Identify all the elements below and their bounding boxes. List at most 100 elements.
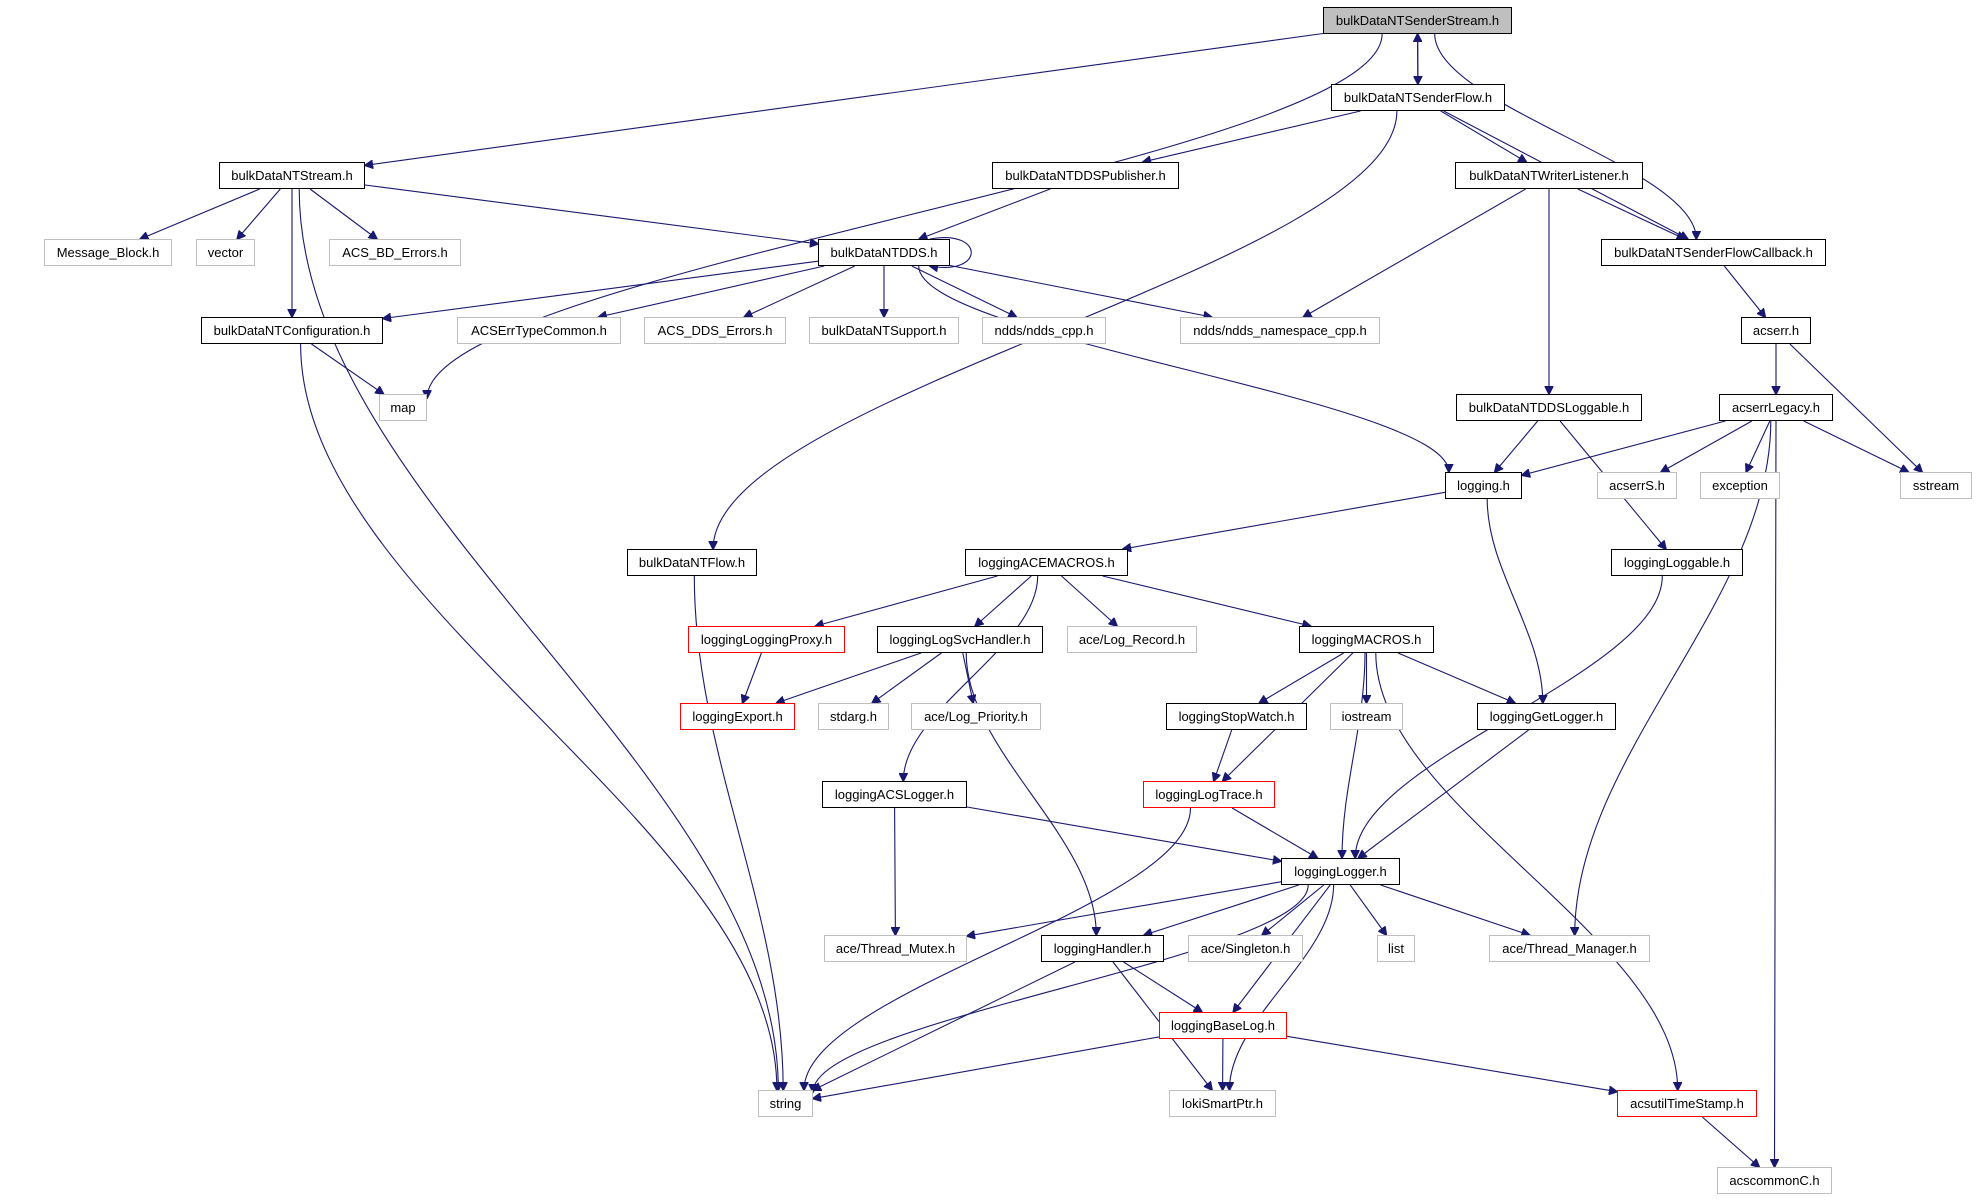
node-label: acserr.h (1752, 323, 1800, 338)
edge-n19-n21 (1495, 420, 1539, 472)
edge-n09-n12 (599, 265, 825, 317)
node-acserrLegacy-h[interactable]: acserrLegacy.h (1719, 394, 1833, 421)
edge-n26-n31 (1102, 575, 1311, 626)
edge-n03-n06 (140, 188, 260, 239)
node-bulkDataNTSenderStream-h[interactable]: bulkDataNTSenderStream.h (1323, 7, 1512, 34)
node-loggingLoggable-h[interactable]: loggingLoggable.h (1611, 549, 1743, 576)
edge-n29-n34 (962, 652, 973, 703)
node-label: stdarg.h (830, 709, 877, 724)
node-Message_Block-h: Message_Block.h (44, 239, 172, 266)
node-label: acsutilTimeStamp.h (1630, 1096, 1744, 1111)
node-label: loggingGetLogger.h (1489, 709, 1604, 724)
node-bulkDataNTStream-h[interactable]: bulkDataNTStream.h (219, 162, 365, 189)
node-label: bulkDataNTDDS.h (830, 245, 938, 260)
edge-n28-n32 (743, 652, 762, 703)
node-list: list (1377, 935, 1415, 962)
node-exception: exception (1700, 472, 1780, 499)
node-label: lokiSmartPtr.h (1182, 1096, 1263, 1111)
node-bulkDataNTConfiguration-h[interactable]: bulkDataNTConfiguration.h (201, 317, 383, 344)
node-label: ACS_DDS_Errors.h (657, 323, 773, 338)
node-label: loggingACEMACROS.h (978, 555, 1115, 570)
node-label: bulkDataNTConfiguration.h (213, 323, 371, 338)
node-label: loggingLoggingProxy.h (700, 632, 833, 647)
edge-n38-n40 (966, 806, 1281, 861)
node-ace-Singleton-h: ace/Singleton.h (1188, 935, 1303, 962)
node-loggingACEMACROS-h[interactable]: loggingACEMACROS.h (965, 549, 1128, 576)
node-bulkDataNTSenderFlowCallback-h[interactable]: bulkDataNTSenderFlowCallback.h (1601, 239, 1826, 266)
edge-n26-n28 (816, 575, 998, 626)
edge-n40-n41 (967, 881, 1282, 936)
node-loggingLoggingProxy-h[interactable]: loggingLoggingProxy.h (688, 626, 845, 653)
edge-n03-n07 (237, 188, 281, 239)
node-acserr-h[interactable]: acserr.h (1741, 317, 1811, 344)
node-label: string (769, 1096, 802, 1111)
edge-n35-n39 (1214, 729, 1233, 781)
edge-n20-n23 (1746, 420, 1771, 472)
node-loggingHandler-h[interactable]: loggingHandler.h (1041, 935, 1164, 962)
edge-n20-n22 (1661, 420, 1753, 472)
edge-n01-n10 (1434, 33, 1697, 239)
node-label: acserrS.h (1609, 478, 1665, 493)
edge-n04-n09 (919, 188, 1051, 239)
node-loggingExport-h[interactable]: loggingExport.h (680, 703, 795, 730)
node-label: logging.h (1457, 478, 1510, 493)
node-label: loggingStopWatch.h (1178, 709, 1295, 724)
edge-n09-n16 (949, 264, 1212, 318)
node-label: iostream (1341, 709, 1392, 724)
edge-n40-n47 (813, 884, 1309, 1092)
edge-n26-n30 (1061, 575, 1118, 626)
edge-n46-n47 (813, 1036, 1160, 1099)
node-ACS_DDS_Errors-h: ACS_DDS_Errors.h (644, 317, 786, 344)
node-label: loggingHandler.h (1053, 941, 1152, 956)
edge-n40-n45 (1380, 884, 1530, 935)
node-bulkDataNTDDSPublisher-h[interactable]: bulkDataNTDDSPublisher.h (992, 162, 1179, 189)
edge-n49-n50 (1701, 1116, 1759, 1167)
node-label: loggingLogTrace.h (1155, 787, 1263, 802)
node-acsutilTimeStamp-h[interactable]: acsutilTimeStamp.h (1617, 1090, 1757, 1117)
node-loggingGetLogger-h[interactable]: loggingGetLogger.h (1477, 703, 1616, 730)
node-bulkDataNTDDS-h[interactable]: bulkDataNTDDS.h (818, 239, 950, 266)
node-loggingLogger-h[interactable]: loggingLogger.h (1281, 858, 1400, 885)
edge-n31-n40 (1342, 652, 1366, 858)
edge-n39-n40 (1231, 807, 1317, 858)
node-bulkDataNTSupport-h: bulkDataNTSupport.h (809, 317, 959, 344)
node-loggingLogTrace-h[interactable]: loggingLogTrace.h (1143, 781, 1275, 808)
edge-n26-n29 (975, 575, 1032, 626)
edge-n09-n21 (918, 265, 1449, 472)
edge-n26-n38 (903, 575, 1039, 781)
node-loggingLogSvcHandler-h[interactable]: loggingLogSvcHandler.h (877, 626, 1043, 653)
node-ace-Thread_Manager-h: ace/Thread_Manager.h (1489, 935, 1650, 962)
edge-n25-n47 (693, 575, 783, 1090)
node-bulkDataNTSenderFlow-h[interactable]: bulkDataNTSenderFlow.h (1331, 84, 1505, 111)
node-label: ace/Log_Record.h (1078, 632, 1186, 647)
node-label: ace/Singleton.h (1200, 941, 1291, 956)
node-ace-Log_Record-h: ace/Log_Record.h (1067, 626, 1197, 653)
node-bulkDataNTDDSLoggable-h[interactable]: bulkDataNTDDSLoggable.h (1456, 394, 1642, 421)
edge-n38-n41 (895, 807, 896, 935)
node-label: loggingLogger.h (1294, 864, 1387, 879)
node-loggingStopWatch-h[interactable]: loggingStopWatch.h (1166, 703, 1307, 730)
node-ACS_BD_Errors-h: ACS_BD_Errors.h (329, 239, 461, 266)
node-label: list (1388, 941, 1404, 956)
edge-n03-n09 (364, 184, 818, 244)
node-bulkDataNTFlow-h[interactable]: bulkDataNTFlow.h (627, 549, 757, 576)
edge-n09-n11 (383, 260, 819, 318)
node-label: Message_Block.h (56, 245, 160, 260)
node-label: exception (1712, 478, 1768, 493)
edge-n09-n13 (744, 265, 856, 317)
node-loggingBaseLog-h[interactable]: loggingBaseLog.h (1159, 1012, 1287, 1039)
edge-n01-n03 (365, 32, 1324, 166)
node-label: ndds/ndds_namespace_cpp.h (1193, 323, 1367, 338)
node-logging-h[interactable]: logging.h (1445, 472, 1522, 499)
node-bulkDataNTWriterListener-h[interactable]: bulkDataNTWriterListener.h (1455, 162, 1643, 189)
edge-n31-n35 (1259, 652, 1344, 703)
node-loggingACSLogger-h[interactable]: loggingACSLogger.h (822, 781, 967, 808)
edge-n20-n24 (1803, 420, 1909, 472)
node-label: bulkDataNTSenderStream.h (1335, 13, 1500, 28)
node-label: sstream (1912, 478, 1960, 493)
node-label: ace/Log_Priority.h (924, 709, 1028, 724)
node-loggingMACROS-h[interactable]: loggingMACROS.h (1299, 626, 1434, 653)
edge-n02-n04 (1143, 110, 1361, 162)
node-string: string (758, 1090, 813, 1117)
node-label: map (390, 400, 416, 415)
